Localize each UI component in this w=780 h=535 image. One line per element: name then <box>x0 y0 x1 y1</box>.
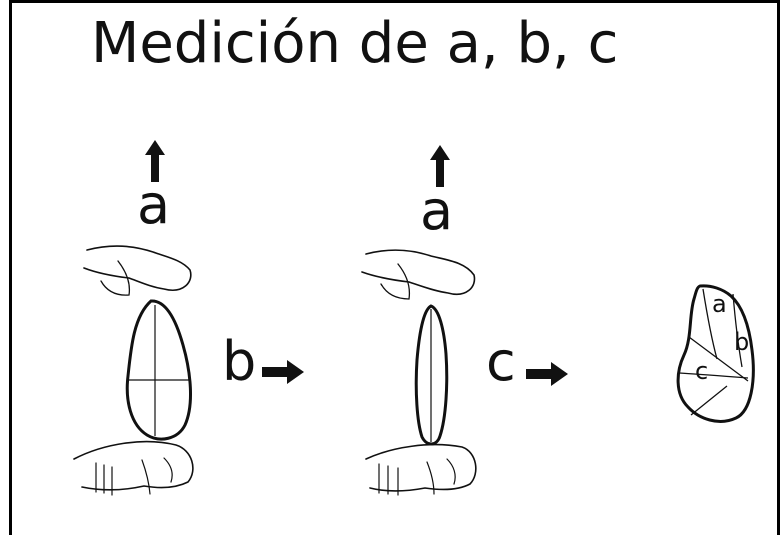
frame-right-border <box>777 0 780 535</box>
middle-lower-hand-folds-icon <box>378 458 456 496</box>
left-measurement-group <box>73 245 194 496</box>
label-a-middle: a <box>420 179 454 242</box>
right-stone-schematic <box>676 284 755 423</box>
arrow-right-icon <box>526 362 568 386</box>
left-upper-hand-icon <box>83 245 192 291</box>
label-c: c <box>486 330 516 393</box>
left-stone-axis-line <box>128 305 190 436</box>
middle-upper-hand-detail-icon <box>380 263 411 300</box>
arrow-up-icon <box>430 145 450 187</box>
middle-measurement-group <box>361 249 477 496</box>
frame-top-border <box>9 0 780 3</box>
right-stone-axis-a-line <box>702 288 718 360</box>
arrow-right-icon <box>262 360 304 384</box>
right-stone-axis-c-line <box>678 372 749 379</box>
label-b: b <box>222 330 257 393</box>
left-lower-hand-folds-icon <box>95 457 173 496</box>
stone-label-b: b <box>734 328 750 356</box>
left-lower-hand-icon <box>73 440 194 491</box>
diagram-title: Medición de a, b, c <box>91 11 619 76</box>
left-upper-hand-detail-icon <box>100 260 131 296</box>
middle-upper-hand-icon <box>361 249 476 295</box>
label-a-left: a <box>137 173 171 236</box>
stone-label-a: a <box>712 290 727 318</box>
frame-left-border <box>9 0 12 535</box>
arrow-up-icon <box>145 140 165 182</box>
right-stone-cross-line <box>688 336 749 416</box>
middle-lower-hand-icon <box>365 443 477 492</box>
stone-label-c: c <box>695 357 709 385</box>
left-stone-icon <box>125 299 192 441</box>
right-stone-axis-b-line <box>732 293 743 368</box>
